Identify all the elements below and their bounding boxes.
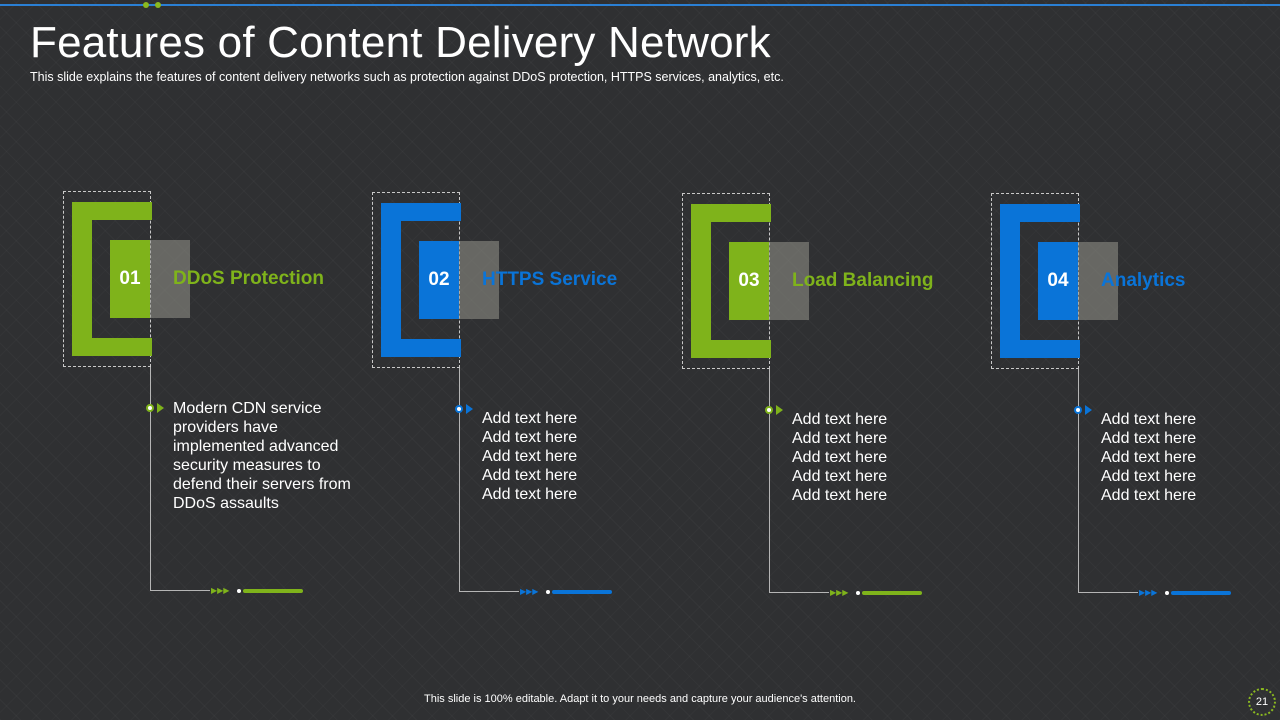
connector-line: [1078, 369, 1079, 593]
description-line: Add text here: [792, 468, 888, 485]
description-line: Add text here: [1101, 430, 1197, 447]
connector-line: [769, 369, 770, 593]
connector-line: [150, 367, 151, 591]
trail-bar: [862, 591, 922, 595]
connector-line: [459, 368, 460, 592]
trail-dot: [237, 589, 241, 593]
description-line: Add text here: [1101, 487, 1197, 504]
feature-title: HTTPS Service: [482, 269, 618, 290]
feature-title: DDoS Protection: [173, 268, 324, 289]
feature-number: 04: [1038, 242, 1078, 320]
description-line: security measures to: [173, 457, 321, 474]
description-line: implemented advanced: [173, 438, 339, 455]
feature-title: Load Balancing: [792, 270, 934, 291]
trail-dot: [546, 590, 550, 594]
feature-title: Analytics: [1101, 270, 1186, 291]
feature-overlay: [1078, 242, 1118, 320]
page-number: 21: [1248, 688, 1276, 716]
description-line: Add text here: [792, 430, 888, 447]
feature-overlay: [150, 240, 190, 318]
feature-description: Modern CDN service providers have implemen…: [173, 399, 363, 513]
description-line: DDoS assaults: [173, 495, 279, 512]
description-line: Add text here: [482, 486, 578, 503]
arrow-trail-icon: ▶▶▶: [520, 587, 539, 596]
slide-title: Features of Content Delivery Network: [30, 18, 771, 67]
description-line: Add text here: [482, 429, 578, 446]
feature-bracket: [72, 202, 152, 356]
trail-dot: [1165, 591, 1169, 595]
top-accent-line: [0, 4, 1280, 6]
feature-overlay: [459, 241, 499, 319]
timeline-arrow-icon: [466, 404, 473, 414]
feature-bracket: [381, 203, 461, 357]
timeline-dot: [1074, 406, 1082, 414]
description-line: Add text here: [1101, 468, 1197, 485]
description-line: providers have: [173, 419, 278, 436]
description-line: Add text here: [1101, 411, 1197, 428]
feature-bracket: [691, 204, 771, 358]
connector-line: [769, 592, 829, 593]
trail-bar: [243, 589, 303, 593]
timeline-arrow-icon: [776, 405, 783, 415]
footer-note: This slide is 100% editable. Adapt it to…: [424, 693, 856, 705]
description-line: Add text here: [792, 449, 888, 466]
feature-number: 02: [419, 241, 459, 319]
slide-subtitle: This slide explains the features of cont…: [30, 70, 784, 84]
description-line: defend their servers from: [173, 476, 351, 493]
description-line: Add text here: [482, 410, 578, 427]
trail-bar: [1171, 591, 1231, 595]
feature-number: 03: [729, 242, 769, 320]
timeline-dot: [455, 405, 463, 413]
feature-number: 01: [110, 240, 150, 318]
description-line: Add text here: [482, 467, 578, 484]
top-accent-dot: [143, 2, 149, 8]
feature-overlay: [769, 242, 809, 320]
timeline-dot: [146, 404, 154, 412]
description-line: Add text here: [482, 448, 578, 465]
arrow-trail-icon: ▶▶▶: [830, 588, 849, 597]
connector-line: [1078, 592, 1138, 593]
connector-line: [459, 591, 519, 592]
description-line: Add text here: [792, 411, 888, 428]
connector-line: [150, 590, 210, 591]
top-accent-dot: [155, 2, 161, 8]
trail-bar: [552, 590, 612, 594]
arrow-trail-icon: ▶▶▶: [1139, 588, 1158, 597]
arrow-trail-icon: ▶▶▶: [211, 586, 230, 595]
timeline-arrow-icon: [157, 403, 164, 413]
description-line: Add text here: [792, 487, 888, 504]
timeline-dot: [765, 406, 773, 414]
description-line: Modern CDN service: [173, 400, 322, 417]
timeline-arrow-icon: [1085, 405, 1092, 415]
description-line: Add text here: [1101, 449, 1197, 466]
trail-dot: [856, 591, 860, 595]
feature-bracket: [1000, 204, 1080, 358]
